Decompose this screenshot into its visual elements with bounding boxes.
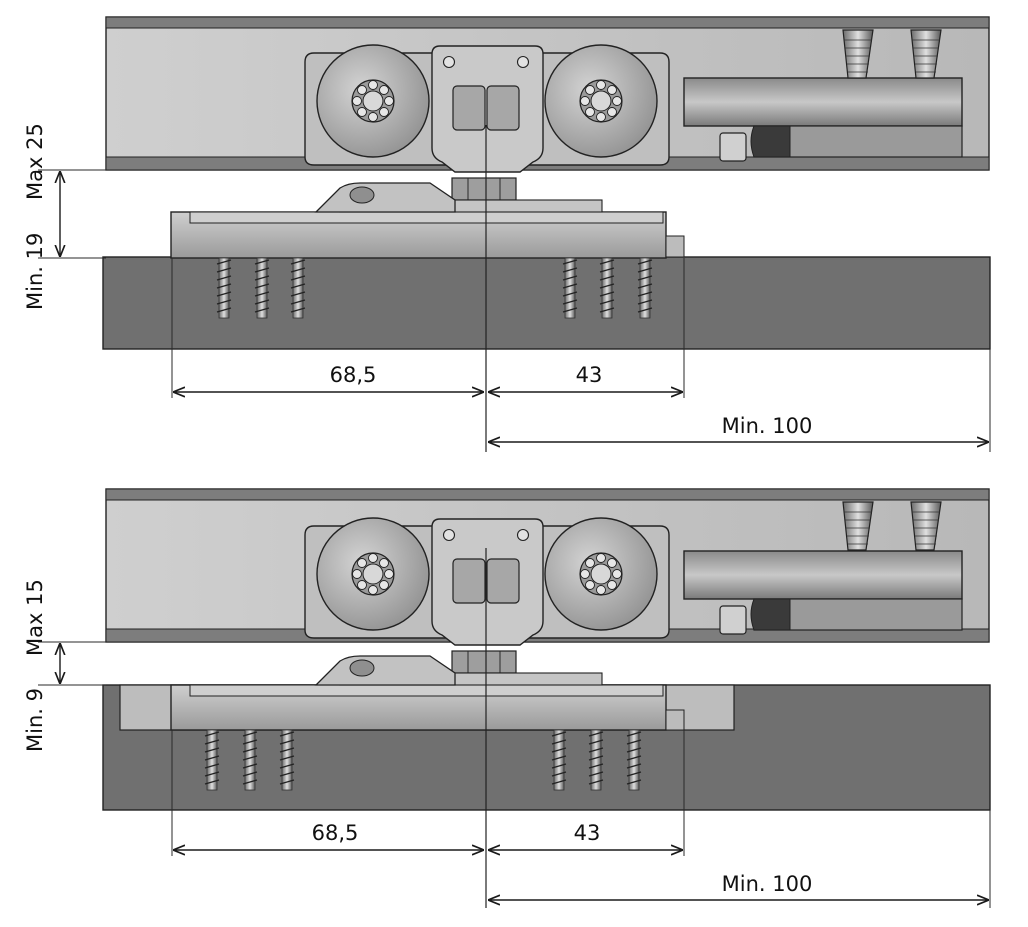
set-screw-1 — [842, 501, 874, 551]
bearing-left — [351, 79, 395, 123]
stopper-arm — [683, 550, 963, 600]
rail-top-lip — [105, 16, 990, 29]
stopper-arm — [683, 77, 963, 127]
stopper-pin — [719, 605, 747, 635]
stopper-pin — [719, 132, 747, 162]
view-top: 68,5 43 Min. 100 Min. 19 Max 25 — [23, 16, 991, 452]
gap-label-max: Max 25 — [23, 123, 47, 200]
stem-nut — [451, 650, 517, 674]
dim-label-min-100: Min. 100 — [722, 872, 813, 896]
dim-label-min-100: Min. 100 — [722, 414, 813, 438]
bearing-right — [579, 552, 623, 596]
set-screw-1 — [842, 29, 874, 79]
screws-right — [562, 257, 653, 319]
screws-right — [551, 729, 642, 791]
dim-label-68-5: 68,5 — [312, 821, 359, 845]
gap-label-min: Min. 9 — [23, 688, 47, 752]
dim-label-43: 43 — [574, 821, 601, 845]
gap-label-min: Min. 19 — [23, 233, 47, 310]
gap-label-max: Max 15 — [23, 579, 47, 656]
bearing-right — [579, 79, 623, 123]
bearing-left — [351, 552, 395, 596]
dim-label-43: 43 — [576, 363, 603, 387]
set-screw-2 — [910, 501, 942, 551]
stem-nut — [451, 177, 517, 201]
screws-left — [216, 257, 306, 319]
locking-lever — [314, 182, 456, 213]
door-panel — [102, 256, 991, 350]
rail-top-lip — [105, 488, 990, 501]
locking-lever — [314, 655, 456, 686]
screws-left — [204, 729, 295, 791]
view-bottom: 68,5 43 Min. 100 Min. 9 Max 15 — [23, 488, 991, 908]
set-screw-2 — [910, 29, 942, 79]
dim-label-68-5: 68,5 — [330, 363, 377, 387]
